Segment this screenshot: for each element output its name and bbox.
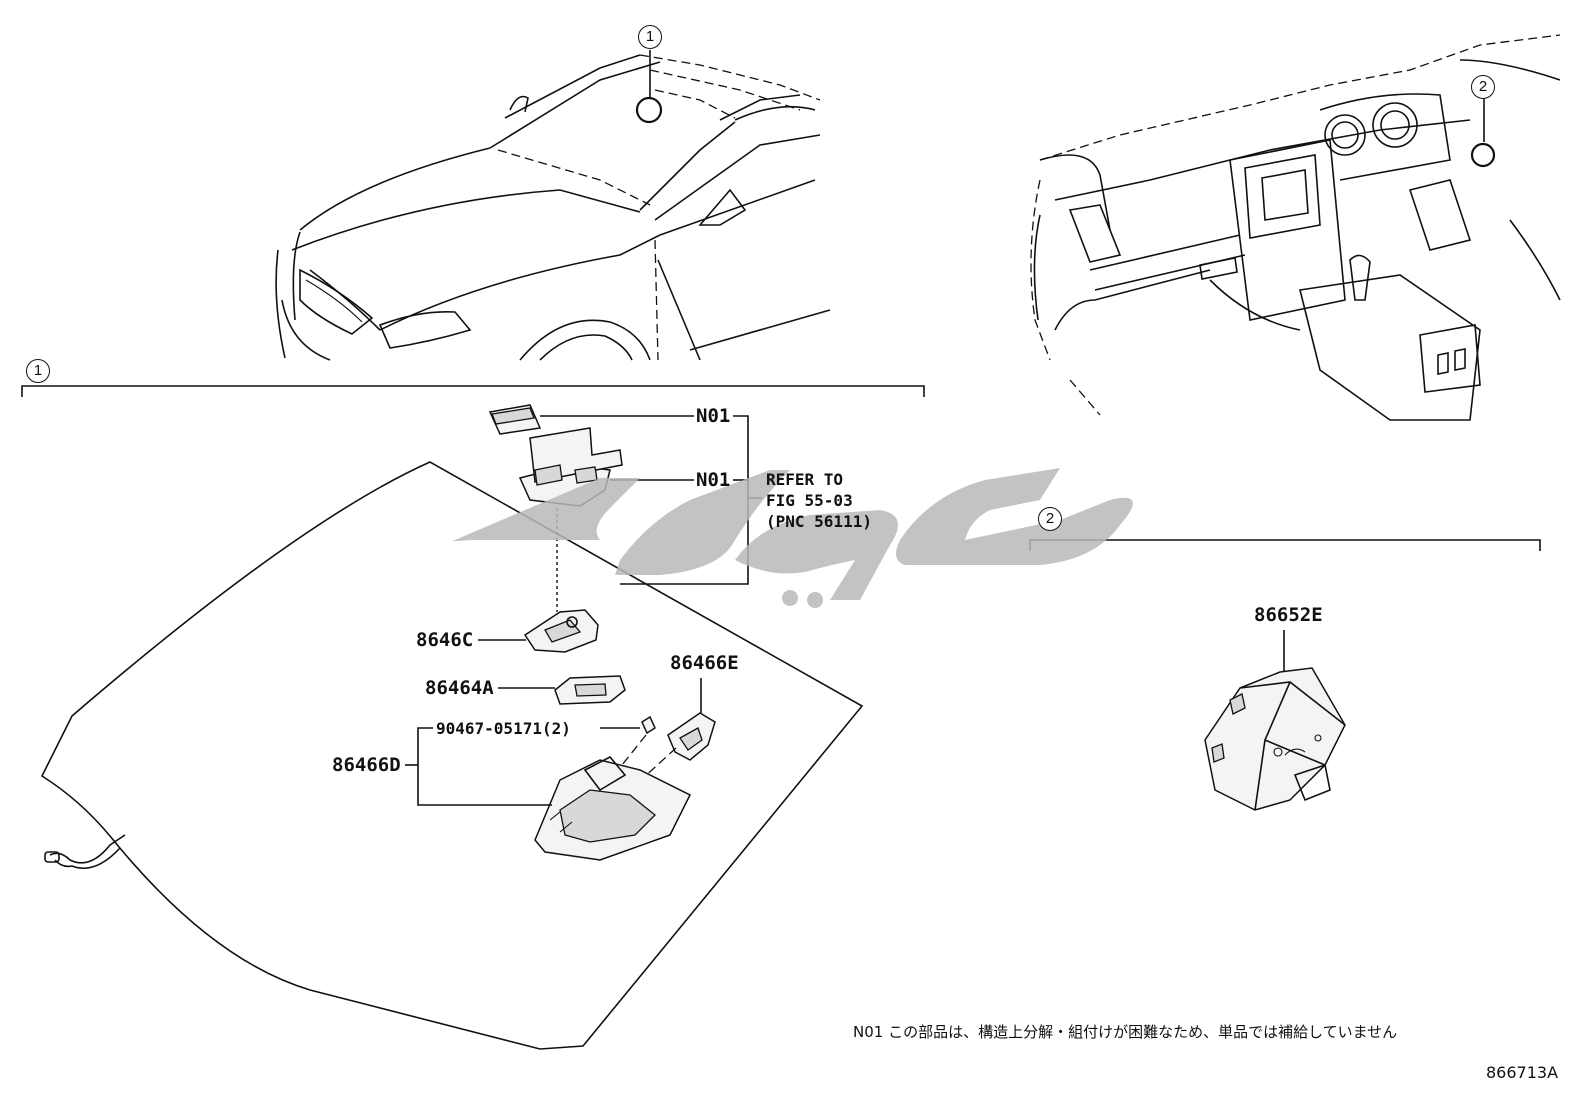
- refer-text-line2: FIG 55-03: [766, 491, 853, 510]
- car-interior-illustration: [1030, 34, 1561, 421]
- part-label-86466e: 86466E: [670, 652, 739, 674]
- part-label-86652e: 86652E: [1254, 604, 1323, 626]
- callout-2-top: 2: [1471, 75, 1495, 99]
- callout-1-section: 1: [26, 359, 50, 383]
- part-label-n01-a: N01: [696, 405, 731, 427]
- refer-text-line1: REFER TO: [766, 470, 844, 489]
- part-label-n01-b: N01: [696, 469, 731, 491]
- part-label-90467-05171: 90467-05171(2): [436, 719, 571, 738]
- car-exterior-illustration: [275, 54, 831, 361]
- part-label-86466d: 86466D: [332, 754, 401, 776]
- figure-id: 866713A: [1486, 1063, 1559, 1082]
- part-label-8646c: 8646C: [416, 629, 474, 651]
- callout-2-section: 2: [1038, 507, 1062, 531]
- callout-1-top: 1: [638, 25, 662, 49]
- refer-text-line3: (PNC 56111): [766, 512, 872, 531]
- footnote-n01: N01 この部品は、構造上分解・組付けが困難なため、単品では補給していません: [853, 1023, 1398, 1041]
- part-label-86464a: 86464A: [425, 677, 494, 699]
